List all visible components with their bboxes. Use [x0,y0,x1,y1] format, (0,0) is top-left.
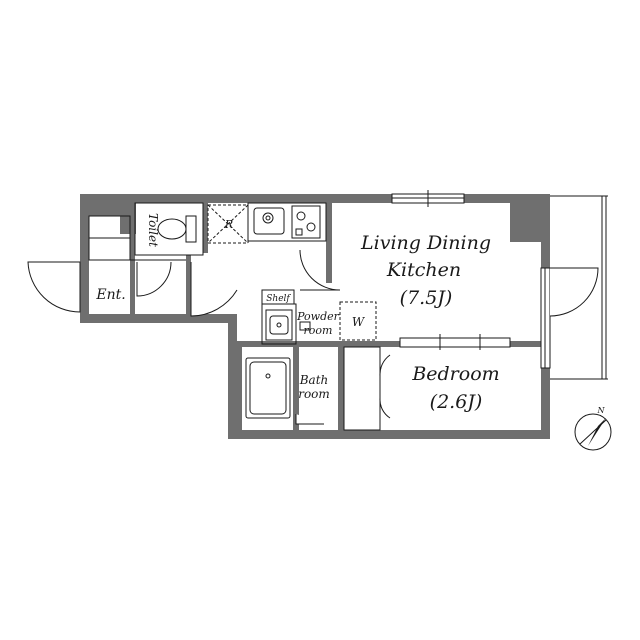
interior-lines [88,195,608,431]
label-ldk-size: (7.5J) [400,287,453,309]
label-shelf: Shelf [266,294,291,304]
compass-needle-icon [588,418,606,446]
label-powder-line2: room [304,324,333,337]
fixtures [157,202,327,419]
balcony-door [549,267,599,317]
compass-north-label: N [597,406,606,415]
label-bedroom-size: (2.6J) [430,391,483,413]
label-bath-line1: Bath [299,373,329,387]
label-bath-line2: room [298,387,330,401]
label-bedroom: Bedroom [411,363,499,385]
bath-door [295,414,324,425]
bedroom-closet-door-2 [379,397,391,420]
windows [391,190,551,369]
entrance-inner-door [136,261,172,297]
toilet-door [190,262,238,317]
label-toilet: Toilet [146,213,160,247]
entrance-door [27,261,81,313]
label-powder-line1: Powder [296,310,340,323]
bedroom-closet-door [379,352,391,377]
label-ldk-line2: Kitchen [386,259,461,281]
ldk-door [299,249,341,291]
room-labels: Living Dining Kitchen (7.5J) Bedroom (2.… [95,213,499,413]
label-wardrobe: W [352,315,366,329]
label-entrance: Ent. [95,287,125,303]
doors [27,249,599,425]
toilet-tank [185,215,197,243]
toilet-bowl [157,218,187,240]
label-refrigerator: R [224,218,233,231]
compass: N [574,406,612,451]
window-bedroom [399,337,511,348]
label-ldk-line1: Living Dining [360,232,491,254]
